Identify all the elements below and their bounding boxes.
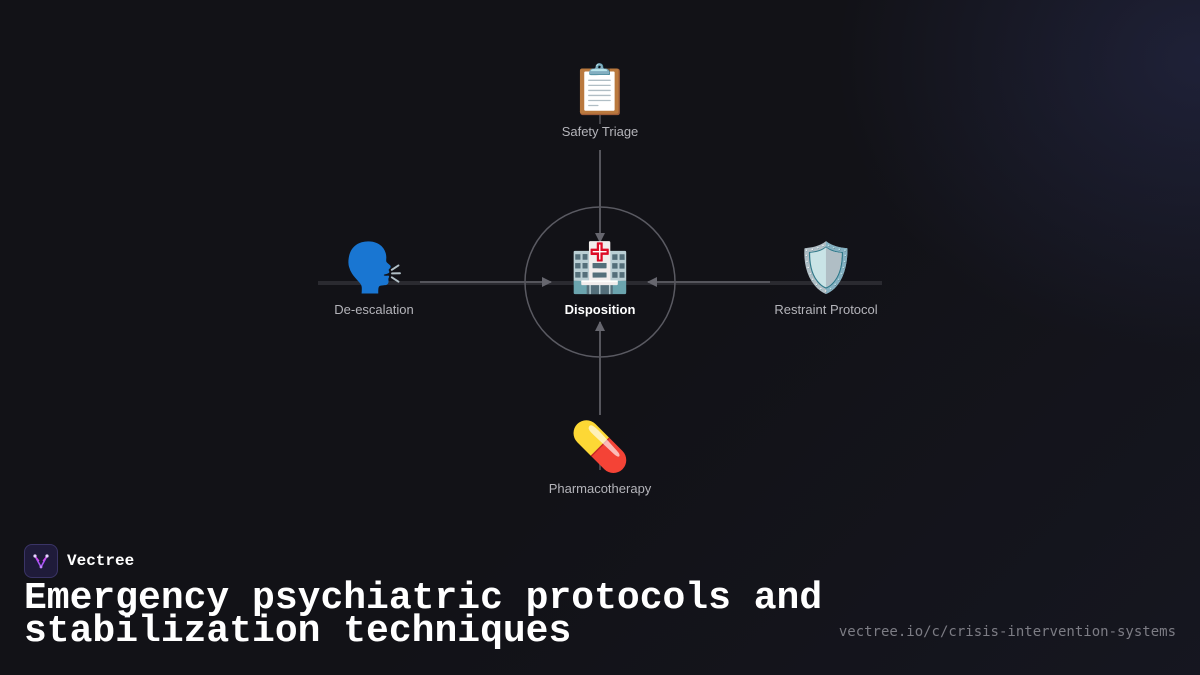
shield-icon: 🛡️ — [796, 240, 856, 296]
node-pharmacotherapy: 💊 Pharmacotherapy — [500, 419, 700, 496]
node-disposition: 🏥 Disposition — [500, 240, 700, 317]
page-url[interactable]: vectree.io/c/crisis-intervention-systems — [838, 624, 1176, 640]
node-label: De-escalation — [334, 302, 414, 317]
node-label: Safety Triage — [561, 124, 639, 139]
node-label: Disposition — [564, 302, 636, 317]
node-safety-triage: 📋 Safety Triage — [500, 62, 700, 139]
page-title: Emergency psychiatric protocols and stab… — [24, 577, 823, 653]
hospital-icon: 🏥 — [570, 240, 630, 296]
brand-name: Vectree — [67, 552, 135, 570]
vectree-logo-icon — [24, 544, 58, 578]
speaking-head-icon: 🗣️ — [344, 240, 404, 296]
node-restraint-protocol: 🛡️ Restraint Protocol — [726, 240, 926, 317]
pill-icon: 💊 — [570, 419, 630, 475]
clipboard-icon: 📋 — [570, 62, 630, 118]
brand[interactable]: Vectree — [24, 544, 134, 578]
node-de-escalation: 🗣️ De-escalation — [274, 240, 474, 317]
node-label: Pharmacotherapy — [548, 481, 652, 496]
node-label: Restraint Protocol — [774, 302, 878, 317]
